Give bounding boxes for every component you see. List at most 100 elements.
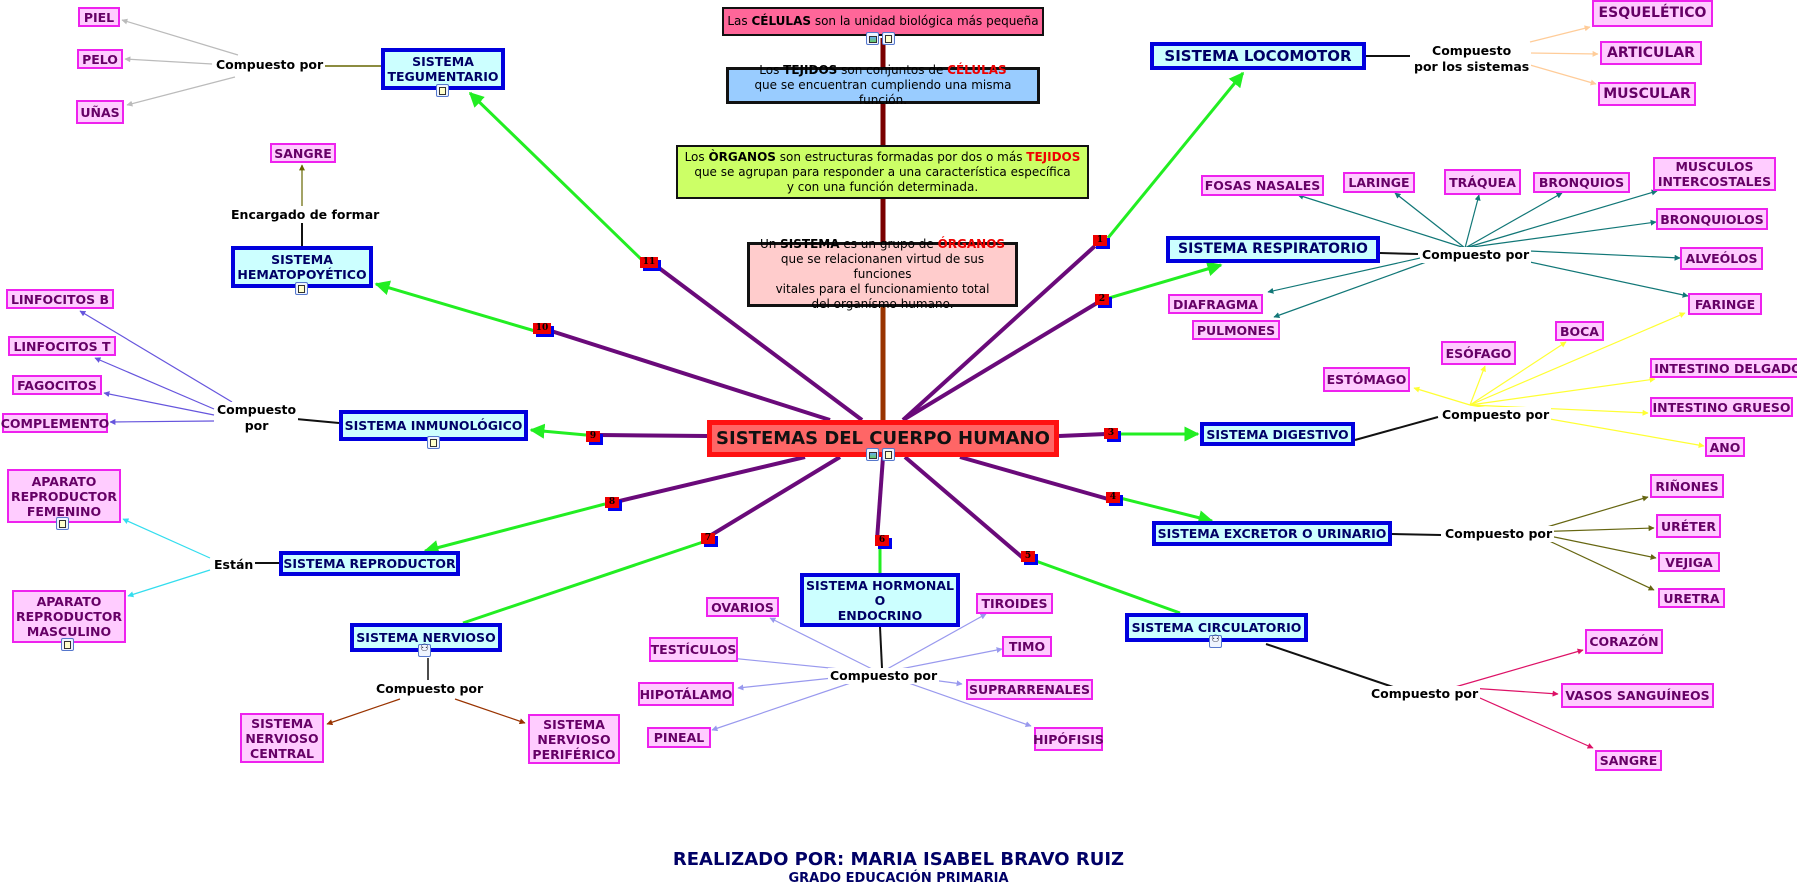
connector: [1354, 416, 1439, 441]
leaf-tiroides[interactable]: TIROIDES: [976, 593, 1053, 614]
document-resource-icon[interactable]: [56, 517, 69, 530]
leaf-pineal[interactable]: PINEAL: [647, 727, 711, 748]
system-link-hematopoyetico: [374, 280, 536, 333]
leaf-fagocitos[interactable]: FAGOCITOS: [12, 375, 102, 395]
system-hematopoyetico[interactable]: SISTEMA HEMATOPOYÉTICO: [231, 246, 373, 288]
system-reproductor[interactable]: SISTEMA REPRODUCTOR: [279, 551, 460, 576]
link-badge-3[interactable]: 3: [1104, 428, 1118, 439]
concept-map-link-icon[interactable]: [1209, 634, 1222, 648]
system-excretor[interactable]: SISTEMA EXCRETOR O URINARIO: [1152, 521, 1392, 546]
concept-sistema[interactable]: Un SISTEMA es un grupo de ÓRGANOS que se…: [747, 237, 1018, 311]
link-badge-9[interactable]: 9: [586, 431, 600, 442]
system-hormonal[interactable]: SISTEMA HORMONAL O ENDOCRINO: [800, 573, 960, 627]
leaf-bronquiolos[interactable]: BRONQUIOLOS: [1656, 208, 1768, 230]
document-resource-icon[interactable]: [882, 448, 895, 461]
link-badge-10[interactable]: 10: [533, 323, 551, 334]
leaf-bronquios[interactable]: BRONQUIOS: [1533, 172, 1630, 193]
leaf-traquea[interactable]: TRÁQUEA: [1444, 169, 1521, 195]
system-link-excretor: [1119, 496, 1214, 526]
leaf-hipofisis[interactable]: HIPÓFISIS: [1033, 727, 1104, 751]
leaf-link-digestivo: [1413, 386, 1471, 406]
hub-link-7: [701, 455, 842, 542]
author-credit: REALIZADO POR: MARIA ISABEL BRAVO RUIZ: [672, 849, 1125, 870]
system-respiratorio[interactable]: SISTEMA RESPIRATORIO: [1166, 236, 1380, 263]
system-link-respiratorio: [1108, 261, 1223, 300]
link-label-inmunologico: Compuesto por: [215, 402, 299, 434]
image-resource-icon[interactable]: [866, 32, 879, 45]
leaf-vasos-sanguineos[interactable]: VASOS SANGUÍNEOS: [1561, 683, 1714, 708]
leaf-uretra[interactable]: URETRA: [1658, 588, 1725, 608]
leaf-articular[interactable]: ARTICULAR: [1600, 41, 1702, 65]
system-locomotor[interactable]: SISTEMA LOCOMOTOR: [1150, 42, 1366, 70]
leaf-aparato-reproductor-masculino[interactable]: APARATO REPRODUCTOR MASCULINO: [12, 590, 126, 643]
link-badge-7[interactable]: 7: [701, 533, 715, 544]
leaf-estomago[interactable]: ESTÓMAGO: [1323, 367, 1410, 392]
leaf-ano[interactable]: ANO: [1705, 437, 1745, 457]
leaf-link-tegumentario: [121, 18, 239, 56]
leaf-sistema-nervioso-central[interactable]: SISTEMA NERVIOSO CENTRAL: [240, 713, 324, 763]
leaf-sangre-circulatorio[interactable]: SANGRE: [1595, 750, 1662, 771]
concept-celulas[interactable]: Las CÉLULAS son la unidad biológica más …: [722, 7, 1044, 36]
leaf-ovarios[interactable]: OVARIOS: [706, 597, 779, 617]
document-resource-icon[interactable]: [436, 84, 449, 97]
leaf-complemento[interactable]: COMPLEMENTO: [1, 413, 109, 433]
leaf-hipotalamo[interactable]: HIPOTÁLAMO: [638, 682, 734, 706]
link-label-reproductor: Están: [212, 557, 256, 573]
concept-tejidos[interactable]: Los TEJIDOS son conjuntos de CÉLULAS que…: [726, 63, 1040, 107]
document-resource-icon[interactable]: [295, 282, 308, 295]
leaf-muscular[interactable]: MUSCULAR: [1598, 82, 1696, 106]
system-inmunologico[interactable]: SISTEMA INMUNOLÓGICO: [339, 410, 528, 441]
leaf-sangre-hematopoyetico[interactable]: SANGRE: [270, 143, 336, 163]
leaf-timo[interactable]: TIMO: [1002, 636, 1052, 657]
link-badge-11[interactable]: 11: [640, 257, 658, 268]
concept-map-link-icon[interactable]: [418, 643, 431, 657]
leaf-vejiga[interactable]: VEJIGA: [1658, 552, 1720, 572]
leaf-unas[interactable]: UÑAS: [76, 100, 124, 124]
document-resource-icon[interactable]: [427, 436, 440, 449]
hub-link-8: [606, 455, 806, 506]
leaf-link-digestivo: [1469, 341, 1567, 406]
connector: [1379, 252, 1419, 255]
leaf-alveolos[interactable]: ALVEÓLOS: [1680, 247, 1763, 270]
leaf-boca[interactable]: BOCA: [1555, 321, 1604, 341]
leaf-diafragma[interactable]: DIAFRAGMA: [1168, 294, 1263, 314]
concept-organos[interactable]: Los ÒRGANOS son estructuras formadas por…: [676, 145, 1089, 199]
leaf-linfocitos-t[interactable]: LINFOCITOS T: [8, 336, 116, 356]
leaf-piel[interactable]: PIEL: [78, 7, 120, 27]
leaf-rinones[interactable]: RIÑONES: [1650, 474, 1724, 498]
link-badge-4[interactable]: 4: [1106, 492, 1120, 503]
leaf-aparato-reproductor-femenino[interactable]: APARATO REPRODUCTOR FEMENINO: [7, 469, 121, 523]
link-label-locomotor: Compuesto por los sistemas: [1412, 43, 1532, 75]
leaf-fosas-nasales[interactable]: FOSAS NASALES: [1201, 175, 1324, 196]
leaf-esofago[interactable]: ESÓFAGO: [1441, 341, 1516, 365]
system-link-circulatorio: [1032, 558, 1181, 615]
leaf-corazon[interactable]: CORAZÓN: [1585, 629, 1663, 654]
link-badge-8[interactable]: 8: [605, 497, 619, 508]
link-badge-5[interactable]: 5: [1021, 551, 1035, 562]
link-badge-2[interactable]: 2: [1095, 294, 1109, 305]
leaf-intestino-grueso[interactable]: INTESTINO GRUESO: [1650, 397, 1793, 417]
leaf-laringe[interactable]: LARINGE: [1343, 172, 1415, 193]
leaf-musculos-intercostales[interactable]: MUSCULOS INTERCOSTALES: [1653, 157, 1776, 191]
leaf-pelo[interactable]: PELO: [77, 49, 123, 69]
connector: [879, 626, 883, 669]
document-resource-icon[interactable]: [882, 32, 895, 45]
leaf-suprarrenales[interactable]: SUPRARRENALES: [966, 679, 1093, 700]
image-resource-icon[interactable]: [866, 448, 879, 461]
link-label-circulatorio: Compuesto por: [1369, 686, 1481, 702]
leaf-intestino-delgado[interactable]: INTESTINO DELGADO: [1650, 358, 1797, 378]
leaf-testiculos[interactable]: TESTÍCULOS: [649, 637, 738, 662]
leaf-pulmones[interactable]: PULMONES: [1192, 320, 1280, 340]
system-nervioso[interactable]: SISTEMA NERVIOSO: [350, 623, 502, 652]
leaf-ureter[interactable]: URÉTER: [1656, 514, 1721, 538]
leaf-linfocitos-b[interactable]: LINFOCITOS B: [6, 289, 114, 309]
leaf-esqueletico[interactable]: ESQUELÉTICO: [1592, 0, 1713, 27]
link-badge-6[interactable]: 6: [875, 535, 889, 546]
leaf-faringe[interactable]: FARINGE: [1688, 293, 1762, 315]
leaf-link-excretor: [1529, 531, 1655, 591]
link-badge-1[interactable]: 1: [1093, 235, 1107, 246]
system-digestivo[interactable]: SISTEMA DIGESTIVO: [1200, 422, 1355, 446]
document-resource-icon[interactable]: [61, 638, 74, 651]
leaf-sistema-nervioso-periferico[interactable]: SISTEMA NERVIOSO PERIFÉRICO: [528, 714, 620, 764]
leaf-link-circulatorio: [1454, 648, 1584, 688]
